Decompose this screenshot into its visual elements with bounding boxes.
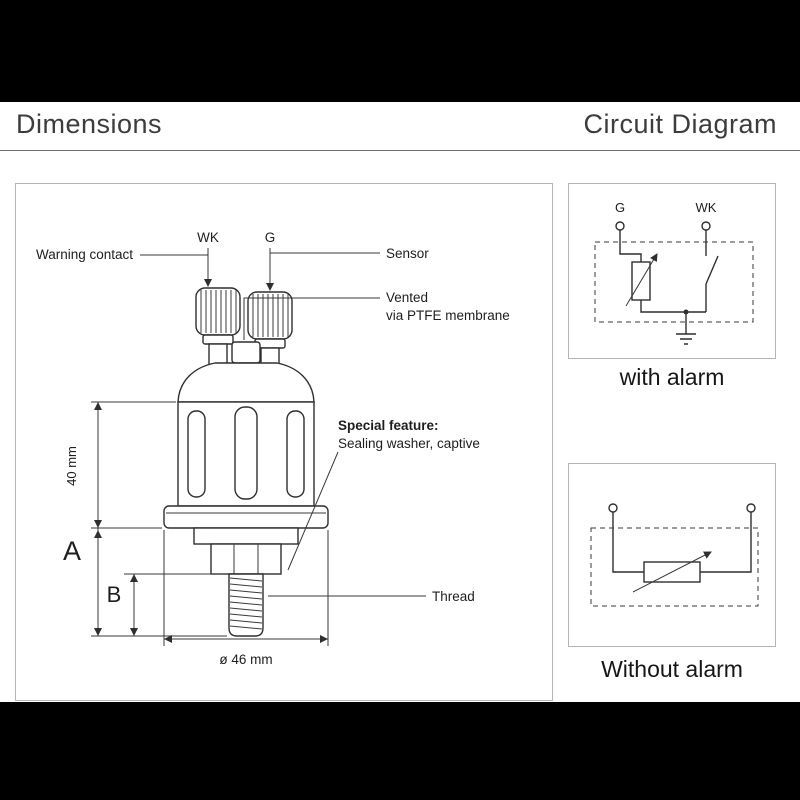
dimension-40mm: 40 mm [64, 402, 102, 528]
dimension-40mm-label: 40 mm [64, 446, 79, 486]
with-alarm-circuit: G WK [594, 200, 754, 345]
flange [163, 505, 329, 545]
vent-boss [231, 341, 261, 364]
caption-without-alarm: Without alarm [601, 656, 743, 682]
circuit2-terminal-right [746, 503, 756, 513]
special-feature-title: Special feature: [338, 418, 439, 433]
sensor-drawing: 40 mm A B ø 46 mm WK G [36, 230, 510, 667]
circuit1-terminal-wk [701, 221, 711, 231]
sensor-dome [177, 362, 315, 403]
circuit2-resistor [643, 561, 701, 583]
terminal-callouts: WK G [197, 230, 275, 291]
circuit2-dashed-enclosure [590, 527, 759, 607]
dimension-b-label: B [107, 582, 122, 607]
circuit1-dashed-enclosure [594, 241, 754, 323]
circuit-with-alarm-panel: G WK [568, 183, 776, 359]
letterbox-top [0, 0, 800, 102]
hex-nut [210, 543, 282, 575]
circuit1-variable-arrow [625, 253, 658, 307]
circuit1-terminal-wk-label: WK [696, 200, 717, 215]
circuit1-wiring [619, 230, 719, 334]
section-title-dimensions: Dimensions [16, 109, 163, 139]
circuit1-switch-blade [705, 255, 719, 285]
sensor-body [177, 401, 315, 507]
caption-with-alarm: with alarm [619, 364, 725, 390]
terminal-g-knurled-cap [247, 291, 293, 367]
vented-label-line2: via PTFE membrane [386, 308, 510, 323]
sensor-label: Sensor [386, 246, 429, 261]
circuit1-terminal-g-label: G [615, 200, 625, 215]
circuit2-variable-arrow [632, 551, 712, 593]
circuit2-terminal-left [608, 503, 618, 513]
dimension-diameter: ø 46 mm [164, 635, 328, 667]
warning-contact-label: Warning contact [36, 247, 133, 262]
circuit1-ground-symbol [676, 333, 696, 345]
dimension-b: B [107, 574, 138, 636]
special-feature-text: Sealing washer, captive [338, 436, 480, 451]
terminal-wk-knurled-cap [195, 287, 241, 367]
thread-label: Thread [432, 589, 475, 604]
threaded-stud [228, 573, 264, 637]
dimension-diameter-label: ø 46 mm [219, 652, 272, 667]
letterbox-bottom [0, 702, 800, 800]
dimension-a-label: A [63, 536, 81, 566]
dimension-a: A [63, 528, 102, 636]
circuit1-terminal-g [615, 221, 625, 231]
dimension-extension-lines [91, 401, 329, 646]
header-divider [0, 150, 800, 151]
dimensions-panel: 40 mm A B ø 46 mm WK G [15, 183, 553, 701]
terminal-wk-label: WK [197, 230, 219, 245]
circuit-without-alarm-panel [568, 463, 776, 647]
circuit2-wiring [612, 512, 752, 583]
vented-label-line1: Vented [386, 290, 428, 305]
without-alarm-circuit [590, 503, 759, 607]
terminal-g-label: G [265, 230, 276, 245]
label-leaders [140, 252, 426, 597]
section-title-circuit-diagram: Circuit Diagram [583, 109, 777, 139]
